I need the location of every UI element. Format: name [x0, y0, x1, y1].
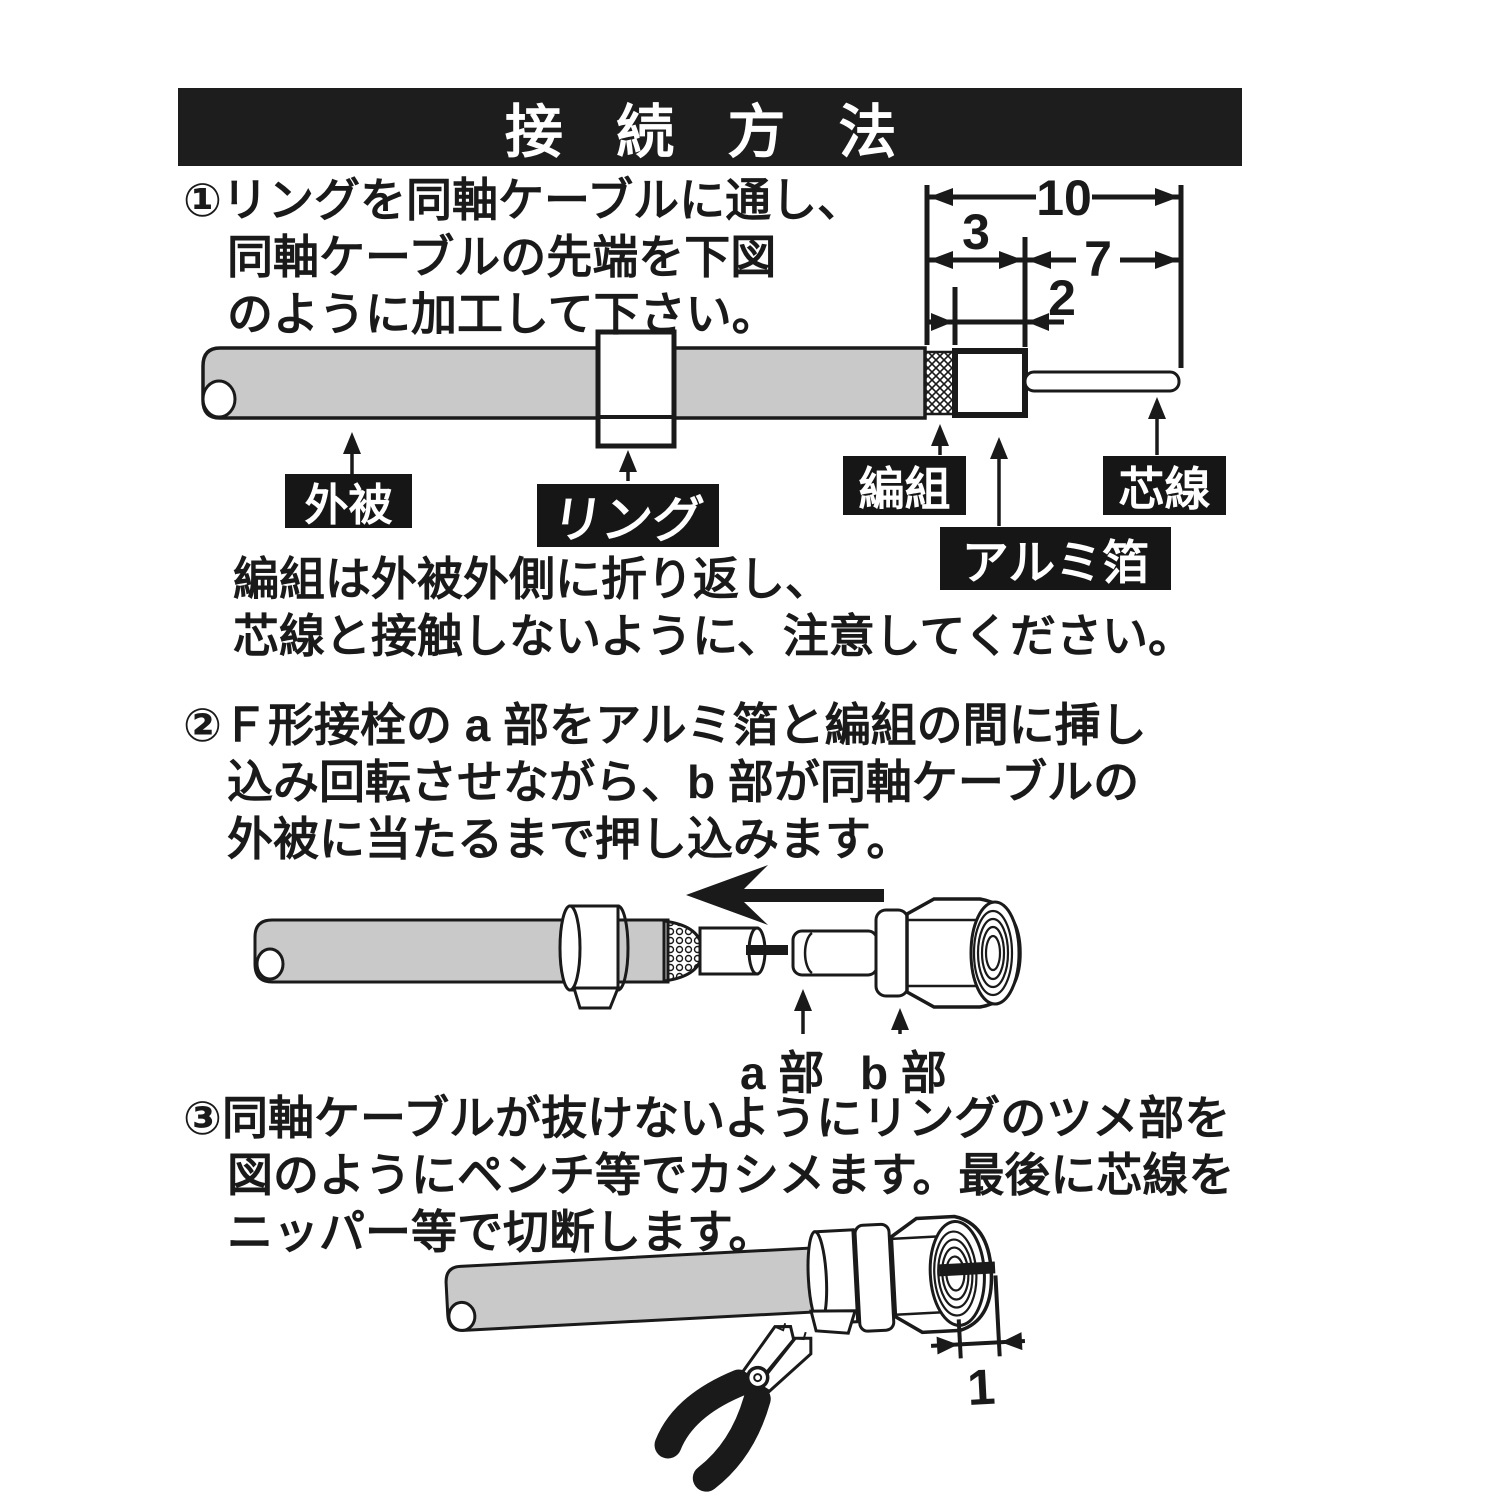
step1-line-2: 同軸ケーブルの先端を下図 [227, 231, 777, 283]
core-wire [746, 945, 788, 955]
dim-1-value: 1 [966, 1359, 997, 1416]
dim-10-value: 10 [1036, 170, 1092, 226]
note-line-2: 芯線と接触しないように、注意してください。 [233, 610, 1194, 662]
braid-section [923, 350, 957, 416]
step1-text: ①リングを同軸ケーブルに通し、 同軸ケーブルの先端を下図 のように加工して下さい… [183, 172, 863, 343]
step2-line-1: ②Ｆ形接栓の a 部をアルミ箔と編組の間に挿し [183, 699, 1147, 751]
core-wire [938, 1261, 996, 1277]
step3-crimp-diagram: 1 [444, 1214, 1026, 1492]
cable-end-highlight [255, 947, 285, 981]
pliers-icon [654, 1322, 813, 1492]
label-ring: リング [537, 484, 719, 548]
step2-pointer-arrows [794, 989, 909, 1034]
cable-end-highlight [201, 379, 237, 419]
step1-cable-diagram: 10 3 7 2 [201, 170, 1184, 526]
foil-section [952, 348, 1028, 418]
step3-line-2: 図のようにペンチ等でカシメます。最後に芯線を [227, 1149, 1235, 1201]
step3-text: ③同軸ケーブルが抜けないようにリングのツメ部を 図のようにペンチ等でカシメます。… [183, 1090, 1234, 1261]
thread-lines [972, 909, 1014, 997]
ring-claw [809, 1309, 858, 1335]
ring-part [595, 329, 677, 449]
step1-line-1: ①リングを同軸ケーブルに通し、 [183, 174, 864, 226]
dim-7-value: 7 [1084, 231, 1112, 287]
f-connector [791, 897, 1022, 1009]
dim-2-value: 2 [1048, 270, 1076, 326]
step3-dimension: 1 [930, 1275, 1026, 1416]
label-core-wire: 芯線 [1103, 456, 1226, 515]
step3-line-1: ③同軸ケーブルが抜けないようにリングのツメ部を [183, 1092, 1231, 1144]
step2-line-3: 外被に当たるまで押し込みます。 [227, 813, 913, 865]
step1-pointer-arrows [343, 397, 1166, 526]
step2-text: ②Ｆ形接栓の a 部をアルミ箔と編組の間に挿し 込み回転させながら、b 部が同軸… [183, 697, 1147, 868]
insert-direction-arrow-icon [686, 865, 884, 925]
step2-line-2: 込み回転させながら、b 部が同軸ケーブルの [227, 756, 1140, 808]
label-braid: 編組 [843, 456, 966, 515]
ring-part [558, 904, 630, 1010]
step1-line-3: のように加工して下さい。 [227, 288, 778, 340]
label-part-b: b 部 [860, 1047, 947, 1099]
step1-dimension-arrowheads [929, 188, 1179, 331]
label-foil: アルミ箔 [940, 527, 1171, 590]
f-connector [853, 1214, 996, 1335]
step2-assembly-diagram [253, 865, 1022, 1034]
label-outer-sheath: 外被 [285, 474, 412, 530]
cable-outer-sheath [201, 346, 927, 420]
dim-3-value: 3 [962, 204, 990, 260]
title-bar: 接 続 方 法 [178, 88, 1242, 166]
core-wire [1023, 370, 1181, 393]
page-title: 接 続 方 法 [504, 100, 916, 165]
label-part-a: a 部 [740, 1047, 825, 1099]
step3-line-3: ニッパー等で切断します。 [227, 1206, 775, 1258]
note-line-1: 編組は外被外側に折り返し、 [233, 553, 831, 605]
folded-braid [662, 919, 704, 983]
braid-note-text: 編組は外被外側に折り返し、 芯線と接触しないように、注意してください。 [233, 551, 1194, 665]
cable-end-highlight [447, 1300, 477, 1332]
